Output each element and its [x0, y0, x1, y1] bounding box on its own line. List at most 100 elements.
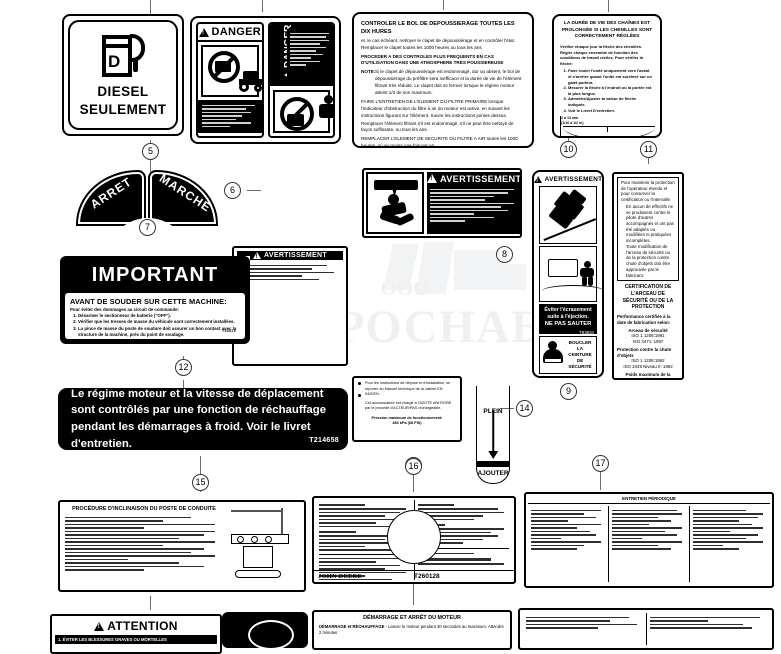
important-step-4: Ne jamais fixer la pince de masse du pos… [78, 339, 240, 343]
rops-perf: Performance certifiée à la date de fabri… [617, 314, 671, 325]
decal-hydraulic-accumulator[interactable]: Pour les instructions de dépose et d'ins… [352, 376, 462, 442]
decal-lubrication-chart[interactable]: JOHN DEERE T260128 [312, 496, 516, 584]
seatbelt-text: BOUCLER LA CEINTURE DE SÉCURITÉ [568, 339, 592, 370]
crush-warning-header-text: AVERTISSEMENT [440, 173, 522, 184]
attention-first-item: 1. ÉVITER LES BLESSURES GRAVES OU MORTEL… [55, 635, 217, 644]
rollover-header-text: AVERTISSEMENT [544, 176, 603, 183]
crush-warning-body [427, 185, 520, 234]
lube-column-left [316, 500, 414, 581]
engine-start-stop-title: DÉMARRAGE ET ARRÊT DU MOTEUR [363, 615, 461, 621]
callout-16[interactable]: 16 [405, 458, 422, 475]
dipstick-arrow-icon [489, 410, 497, 459]
decal-danger-no-bypass-start[interactable]: DANGER [267, 22, 335, 138]
rops-top-note: Pour maintenir la protection de l'opérat… [621, 180, 675, 203]
callout-12[interactable]: 12 [175, 359, 192, 376]
attention-header: ATTENTION [55, 619, 217, 633]
decal-cold-start[interactable]: Le régime moteur et la vitesse de déplac… [58, 388, 348, 450]
rollover-warning-line2: suite à l'éjection. [547, 314, 589, 321]
important-step-2: Vérifier que les tresses de masse du véh… [78, 319, 240, 325]
maintenance-chart-title: ENTRETIEN PÉRIODIQUE [622, 496, 676, 501]
fops-label: Protection contre la chute d'objets [617, 346, 672, 358]
air-filter-para3: FAIRE L'ENTRETIEN DE L'ELEMENT DU FILTRE… [361, 98, 510, 118]
decal-attention[interactable]: ATTENTION 1. ÉVITER LES BLESSURES GRAVES… [50, 614, 222, 654]
decal-rops-certification[interactable]: Pour maintenir la protection de l'opérat… [612, 172, 684, 380]
engine-start-sub1-text: - Lancer le moteur pendant 30 secondes a… [319, 624, 504, 636]
track-tension-step-1: Faire rouler l'unité uniquement vers l'a… [568, 68, 654, 85]
fops-std-2: ISO 3449 Niveau II: 1992 [623, 363, 673, 369]
air-filter-note: Si le clapet de dépoussiérage est endomm… [375, 69, 522, 96]
tilt-procedure-steps [65, 512, 223, 571]
hydraulic-note-line1: Pour les instructions de dépose et d'ins… [365, 381, 451, 396]
important-subhead: AVANT DE SOUDER SUR CETTE MACHINE: [70, 297, 227, 306]
callout-9[interactable]: 9 [560, 383, 577, 400]
callout-11[interactable]: 11 [640, 141, 657, 158]
decal-maintenance-chart[interactable]: ENTRETIEN PÉRIODIQUE [524, 492, 774, 588]
machine-rollover-slope-icon [539, 186, 597, 244]
danger-header-vertical: DANGER [272, 25, 294, 82]
rops-title-4: PROTECTION [631, 304, 665, 311]
callout-7[interactable]: 7 [139, 219, 156, 236]
danger-body-text [198, 100, 262, 133]
callout-5[interactable]: 5 [142, 143, 159, 160]
decal-bottom-right-cropped[interactable] [518, 608, 774, 650]
diesel-letter: D [108, 51, 121, 71]
rollover-part-number: T83834 [579, 329, 594, 335]
maintenance-column-2 [609, 506, 689, 582]
rops-bullet-1: En aucun de effectifs ne se produisent c… [626, 204, 675, 244]
track-tension-intro: Vérifier chaque jour la flèche des cheni… [560, 44, 643, 66]
decal-crush-warning[interactable]: AVERTISSEMENT [362, 168, 522, 238]
track-sag-curve-icon [563, 127, 655, 136]
attention-header-text: ATTENTION [107, 619, 178, 633]
decal-diesel-only[interactable]: D DIESEL SEULEMENT [62, 14, 184, 136]
decal-engine-start-stop[interactable]: DÉMARRAGE ET ARRÊT DU MOTEUR DÉMARRAGE e… [312, 610, 512, 650]
lube-chart-part-number: T260128 [414, 573, 440, 580]
rops-top-note-panel: Pour maintenir la protection de l'opérat… [617, 177, 679, 282]
important-header: IMPORTANT [65, 261, 245, 290]
no-start-from-ground-icon [201, 45, 262, 97]
fops-std-1: ISO 1 1208:1992 [631, 358, 665, 364]
maintenance-column-3 [690, 506, 770, 582]
dipstick-gauge[interactable]: PLEIN AJOUTER [476, 386, 510, 484]
rops-label: Arceau de sécurité [628, 327, 668, 333]
danger-header: DANGER [198, 24, 262, 42]
decal-black-cropped[interactable] [222, 612, 308, 650]
diesel-label-line2: SEULEMENT [79, 101, 167, 117]
hidden-decal-header-text: AVERTISSEMENT [264, 252, 327, 259]
rollover-warning-line3: NE PAS SAUTER [544, 321, 592, 328]
decal-hidden-behind-watermark[interactable]: AVERTISSEMENT [232, 246, 348, 366]
callout-15[interactable]: 15 [192, 474, 209, 491]
seatbelt-panel: BOUCLER LA CEINTURE DE SÉCURITÉ [539, 336, 597, 374]
cab-tilt-cylinder-diagram [227, 506, 299, 586]
seatbelt-icon [542, 341, 564, 369]
machine-lubrication-diagram [387, 509, 441, 564]
track-tension-step-4: Voir le Livret D'entretien. [568, 108, 654, 114]
important-intro: Pour éviter des dommages au circuit de c… [70, 307, 180, 312]
callout-10[interactable]: 10 [560, 141, 577, 158]
warning-triangle-icon [198, 27, 209, 37]
warning-triangle-icon [427, 174, 437, 183]
rops-title-3: SÉCURITÉ OU DE LA [622, 297, 674, 304]
decal-rollover-seatbelt[interactable]: AVERTISSEMENT Éviter l'écraseme [532, 170, 604, 378]
tilt-procedure-title: PROCÉDURE D'INCLINAISON DU POSTE DE COND… [72, 506, 216, 512]
hydraulic-note-line2: Cet accumulateur est chargé à l'AZOTE AN… [365, 400, 452, 411]
callout-8[interactable]: 8 [496, 246, 513, 263]
decal-tilt-procedure[interactable]: PROCÉDURE D'INCLINAISON DU POSTE DE COND… [58, 500, 306, 592]
hidden-decal-header: AVERTISSEMENT [237, 251, 343, 260]
decal-arret-marche[interactable]: ARRET MARCHE [78, 171, 218, 252]
decal-track-tension[interactable]: LA DURÉE DE VIE DES CHAÎNES EST PROLONGÉ… [552, 14, 662, 138]
callout-17[interactable]: 17 [592, 455, 609, 472]
crush-warning-header: AVERTISSEMENT [427, 172, 522, 185]
decal-danger-start-from-seat[interactable]: DANGER [196, 22, 264, 138]
track-tension-title: LA DURÉE DE VIE DES CHAÎNES EST PROLONGÉ… [561, 21, 653, 40]
air-filter-para1: et, le cas échéant, nettoyer le clapet d… [361, 37, 516, 50]
decal-important-welding[interactable]: IMPORTANT AVANT DE SOUDER SUR CETTE MACH… [60, 256, 250, 344]
callout-6[interactable]: 6 [224, 182, 241, 199]
important-part-number: T50626 [222, 329, 236, 333]
danger-header-text: DANGER [211, 26, 261, 38]
operator-ejection-icon [539, 246, 602, 302]
callout-14[interactable]: 14 [516, 400, 533, 417]
rollover-warning-text: Éviter l'écrasement suite à l'éjection. … [539, 304, 597, 335]
decal-air-filter-service[interactable]: CONTROLER LE BOL DE DEPOUSSIERAGE TOUTES… [352, 12, 534, 148]
rops-std-2: ISO 3471: 1997 [632, 339, 664, 345]
warning-triangle-icon [534, 176, 542, 184]
